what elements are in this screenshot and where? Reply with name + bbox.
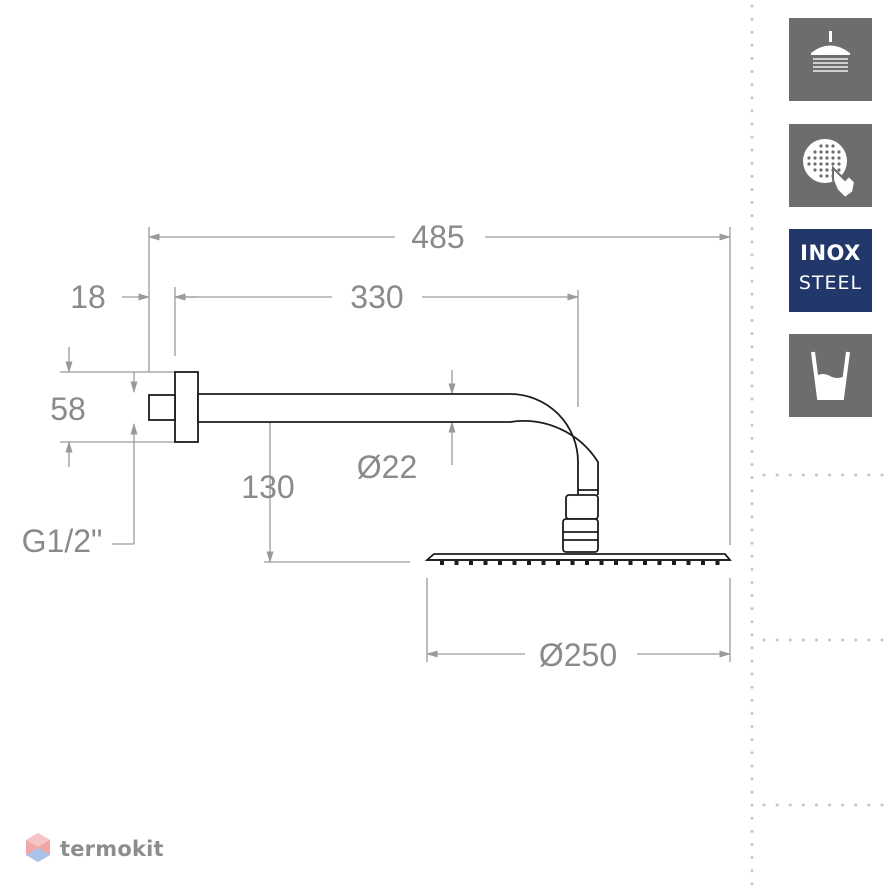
nozzle-dot [807,162,811,166]
termokit-logo-text: termokit [60,837,164,861]
inox-label: INOX [800,241,861,265]
inox-steel-badge: INOX STEEL [789,229,872,312]
nozzle [512,561,517,565]
nozzle-dot [831,156,835,160]
nozzle-dot [813,150,817,154]
nozzle-dot [837,162,841,166]
nozzle-dot [825,144,829,148]
nozzle-dot [825,156,829,160]
termokit-logo-icon [26,833,50,862]
nozzle-dot [837,156,841,160]
nozzle [614,561,618,565]
dim-250-label: Ø250 [539,637,617,673]
nozzle [657,561,662,565]
nozzle [440,561,444,565]
nozzle-dot [813,156,817,160]
nozzle [498,561,502,565]
thread-label: G1/2" [22,523,103,559]
nozzle-dot [813,162,817,166]
nozzle-dot [837,168,841,172]
nozzle-dot [819,174,823,178]
nozzle-dot [837,150,841,154]
nozzle [628,561,633,565]
water-level-icon [811,351,850,400]
nozzle [570,561,575,565]
nozzle-dot [831,162,835,166]
thread-nipple [148,394,176,421]
nozzle-dot [819,156,823,160]
dim-22-label: Ø22 [357,449,417,485]
nozzle [672,561,676,565]
dim-485-label: 485 [411,219,464,255]
nozzle-dot [825,174,829,178]
shower-arm-and-head [148,371,732,561]
dim-58-label: 58 [50,391,86,427]
nozzle-dot [807,156,811,160]
dim-18-label: 18 [70,279,106,315]
nozzle-dot [819,144,823,148]
wall-flange [174,371,199,443]
steel-label: STEEL [798,272,863,294]
nozzle [556,561,560,565]
nozzle [585,561,589,565]
nozzle-dot [831,144,835,148]
nozzle-dot [825,168,829,172]
nozzle-dot [813,168,817,172]
connector-nut [562,518,599,553]
shower-head-nozzles [440,561,720,565]
easy-clean-nozzles-icon [803,139,857,200]
nozzle [599,561,604,565]
nozzle [454,561,459,565]
nozzle-dot [819,168,823,172]
nozzle [701,561,705,565]
ball-joint [565,494,599,520]
nozzle [686,561,691,565]
nozzle-dot [825,150,829,154]
water-saving-badge [789,334,872,417]
nozzle-dot [819,150,823,154]
dotted-dividers [750,4,893,892]
nozzle [643,561,647,565]
nozzle-dot [819,162,823,166]
nozzle [541,561,546,565]
nozzle [469,561,473,565]
shower-head-icon [811,31,850,72]
nozzle-dot [831,150,835,154]
nozzle [527,561,531,565]
nozzle [483,561,488,565]
nozzle-dot [825,162,829,166]
easy-clean-badge [789,124,872,207]
termokit-logo: termokit [24,829,164,869]
dimension-lines [65,233,732,658]
dim-130-label: 130 [241,469,294,505]
shower-head-badge [789,18,872,101]
dim-330-label: 330 [350,279,403,315]
nozzle [715,561,720,565]
